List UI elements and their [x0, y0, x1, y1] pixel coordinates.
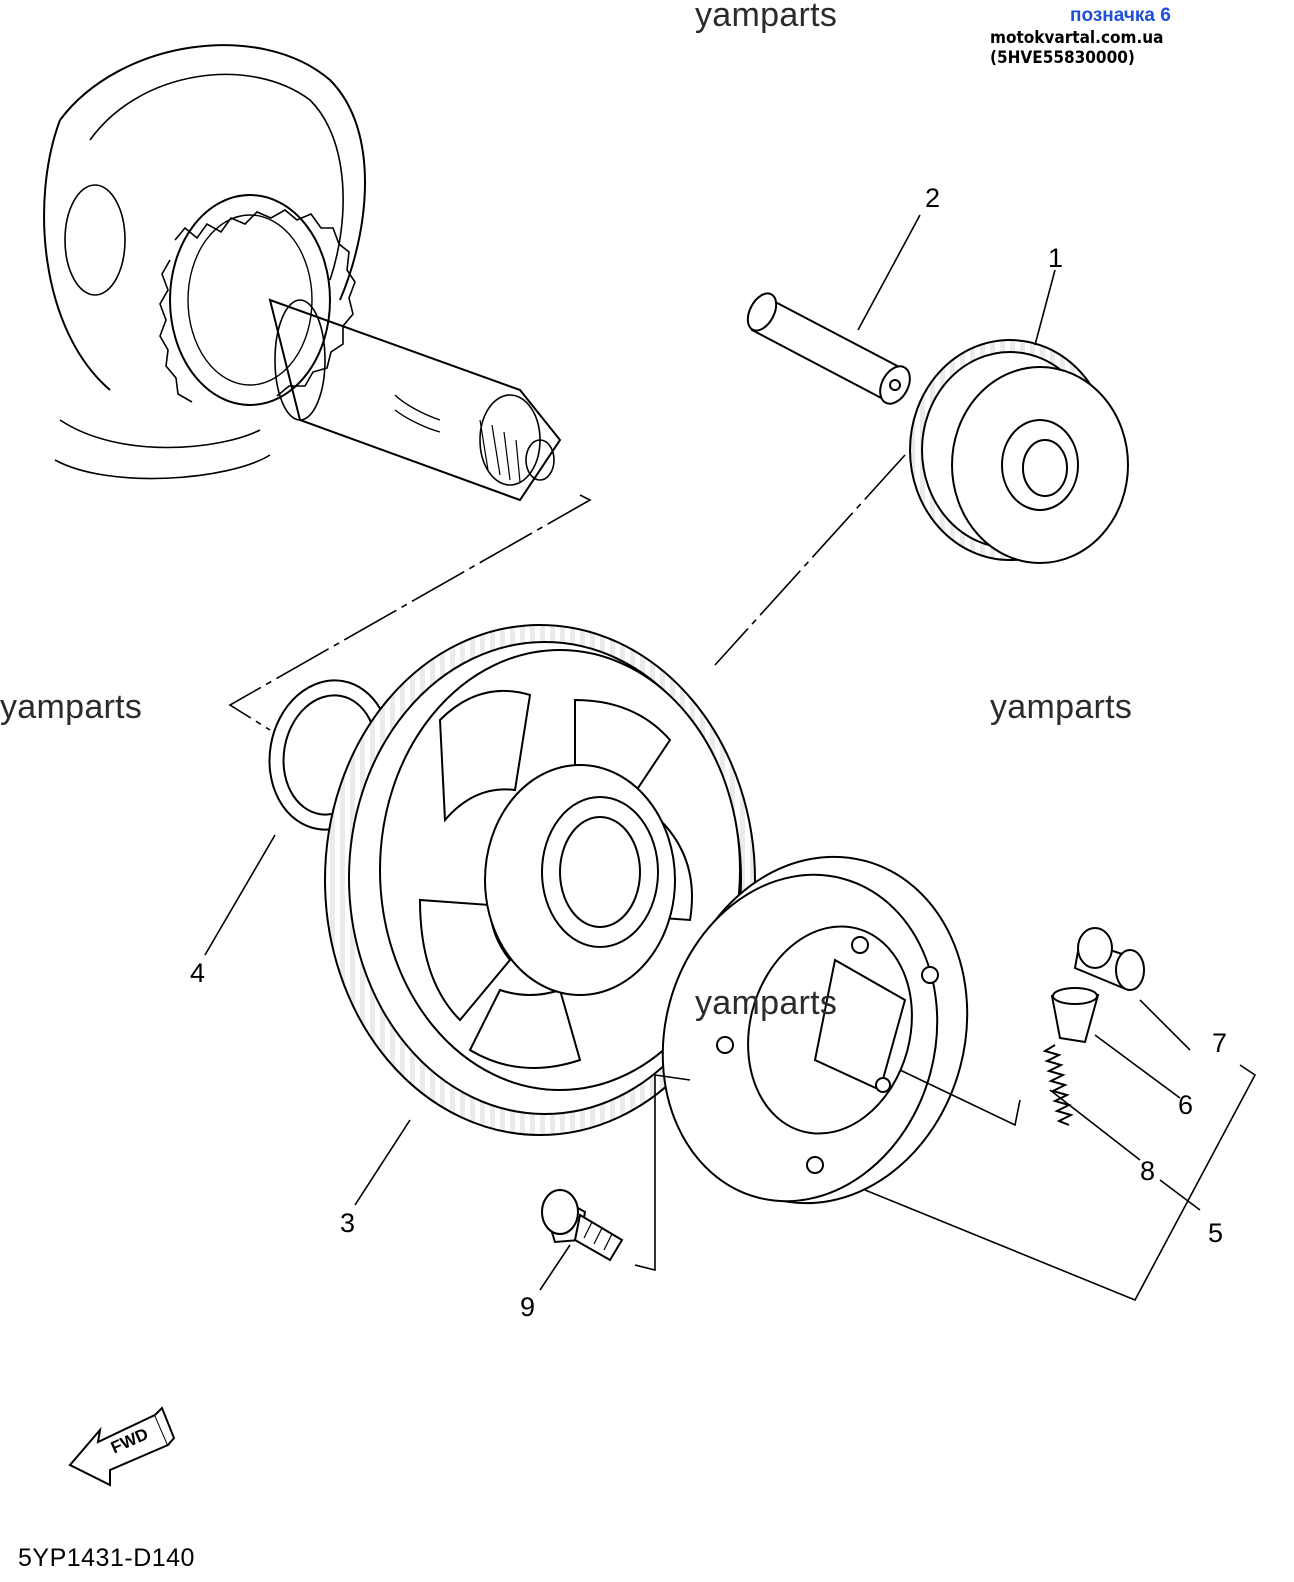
crankshaft-assembly [43, 44, 562, 502]
callout-8: 8 [1140, 1156, 1156, 1186]
watermark: yamparts [695, 984, 838, 1022]
diagram-code: 5YP1431-D140 [18, 1544, 195, 1572]
leader-lines [204, 214, 1257, 1302]
part-5-starter-clutch [661, 855, 969, 1205]
callout-2: 2 [925, 183, 941, 213]
part-9-bolt [541, 1189, 624, 1262]
part-2-pin [746, 292, 911, 405]
callout-9: 9 [520, 1292, 536, 1322]
callout-6: 6 [1178, 1090, 1194, 1120]
part-7-roller [1073, 927, 1145, 992]
watermark: yamparts [695, 0, 838, 34]
part-8-spring [1042, 1044, 1074, 1126]
watermark: yamparts [0, 688, 143, 726]
fwd-arrow-icon [68, 1406, 176, 1487]
source-reference: motokvartal.com.ua (5HVE55830000) [990, 28, 1164, 68]
part-6-plunger [1050, 987, 1100, 1044]
watermark: yamparts [990, 688, 1133, 726]
callout-3: 3 [340, 1208, 356, 1238]
callout-1: 1 [1048, 243, 1064, 273]
callout-7: 7 [1212, 1028, 1228, 1058]
callout-5: 5 [1208, 1218, 1224, 1248]
part-3-large-gear [324, 624, 756, 1136]
part-1-idler-gear [909, 339, 1129, 564]
callout-4: 4 [190, 958, 206, 988]
diagram-badge: позначка 6 [1070, 5, 1171, 26]
